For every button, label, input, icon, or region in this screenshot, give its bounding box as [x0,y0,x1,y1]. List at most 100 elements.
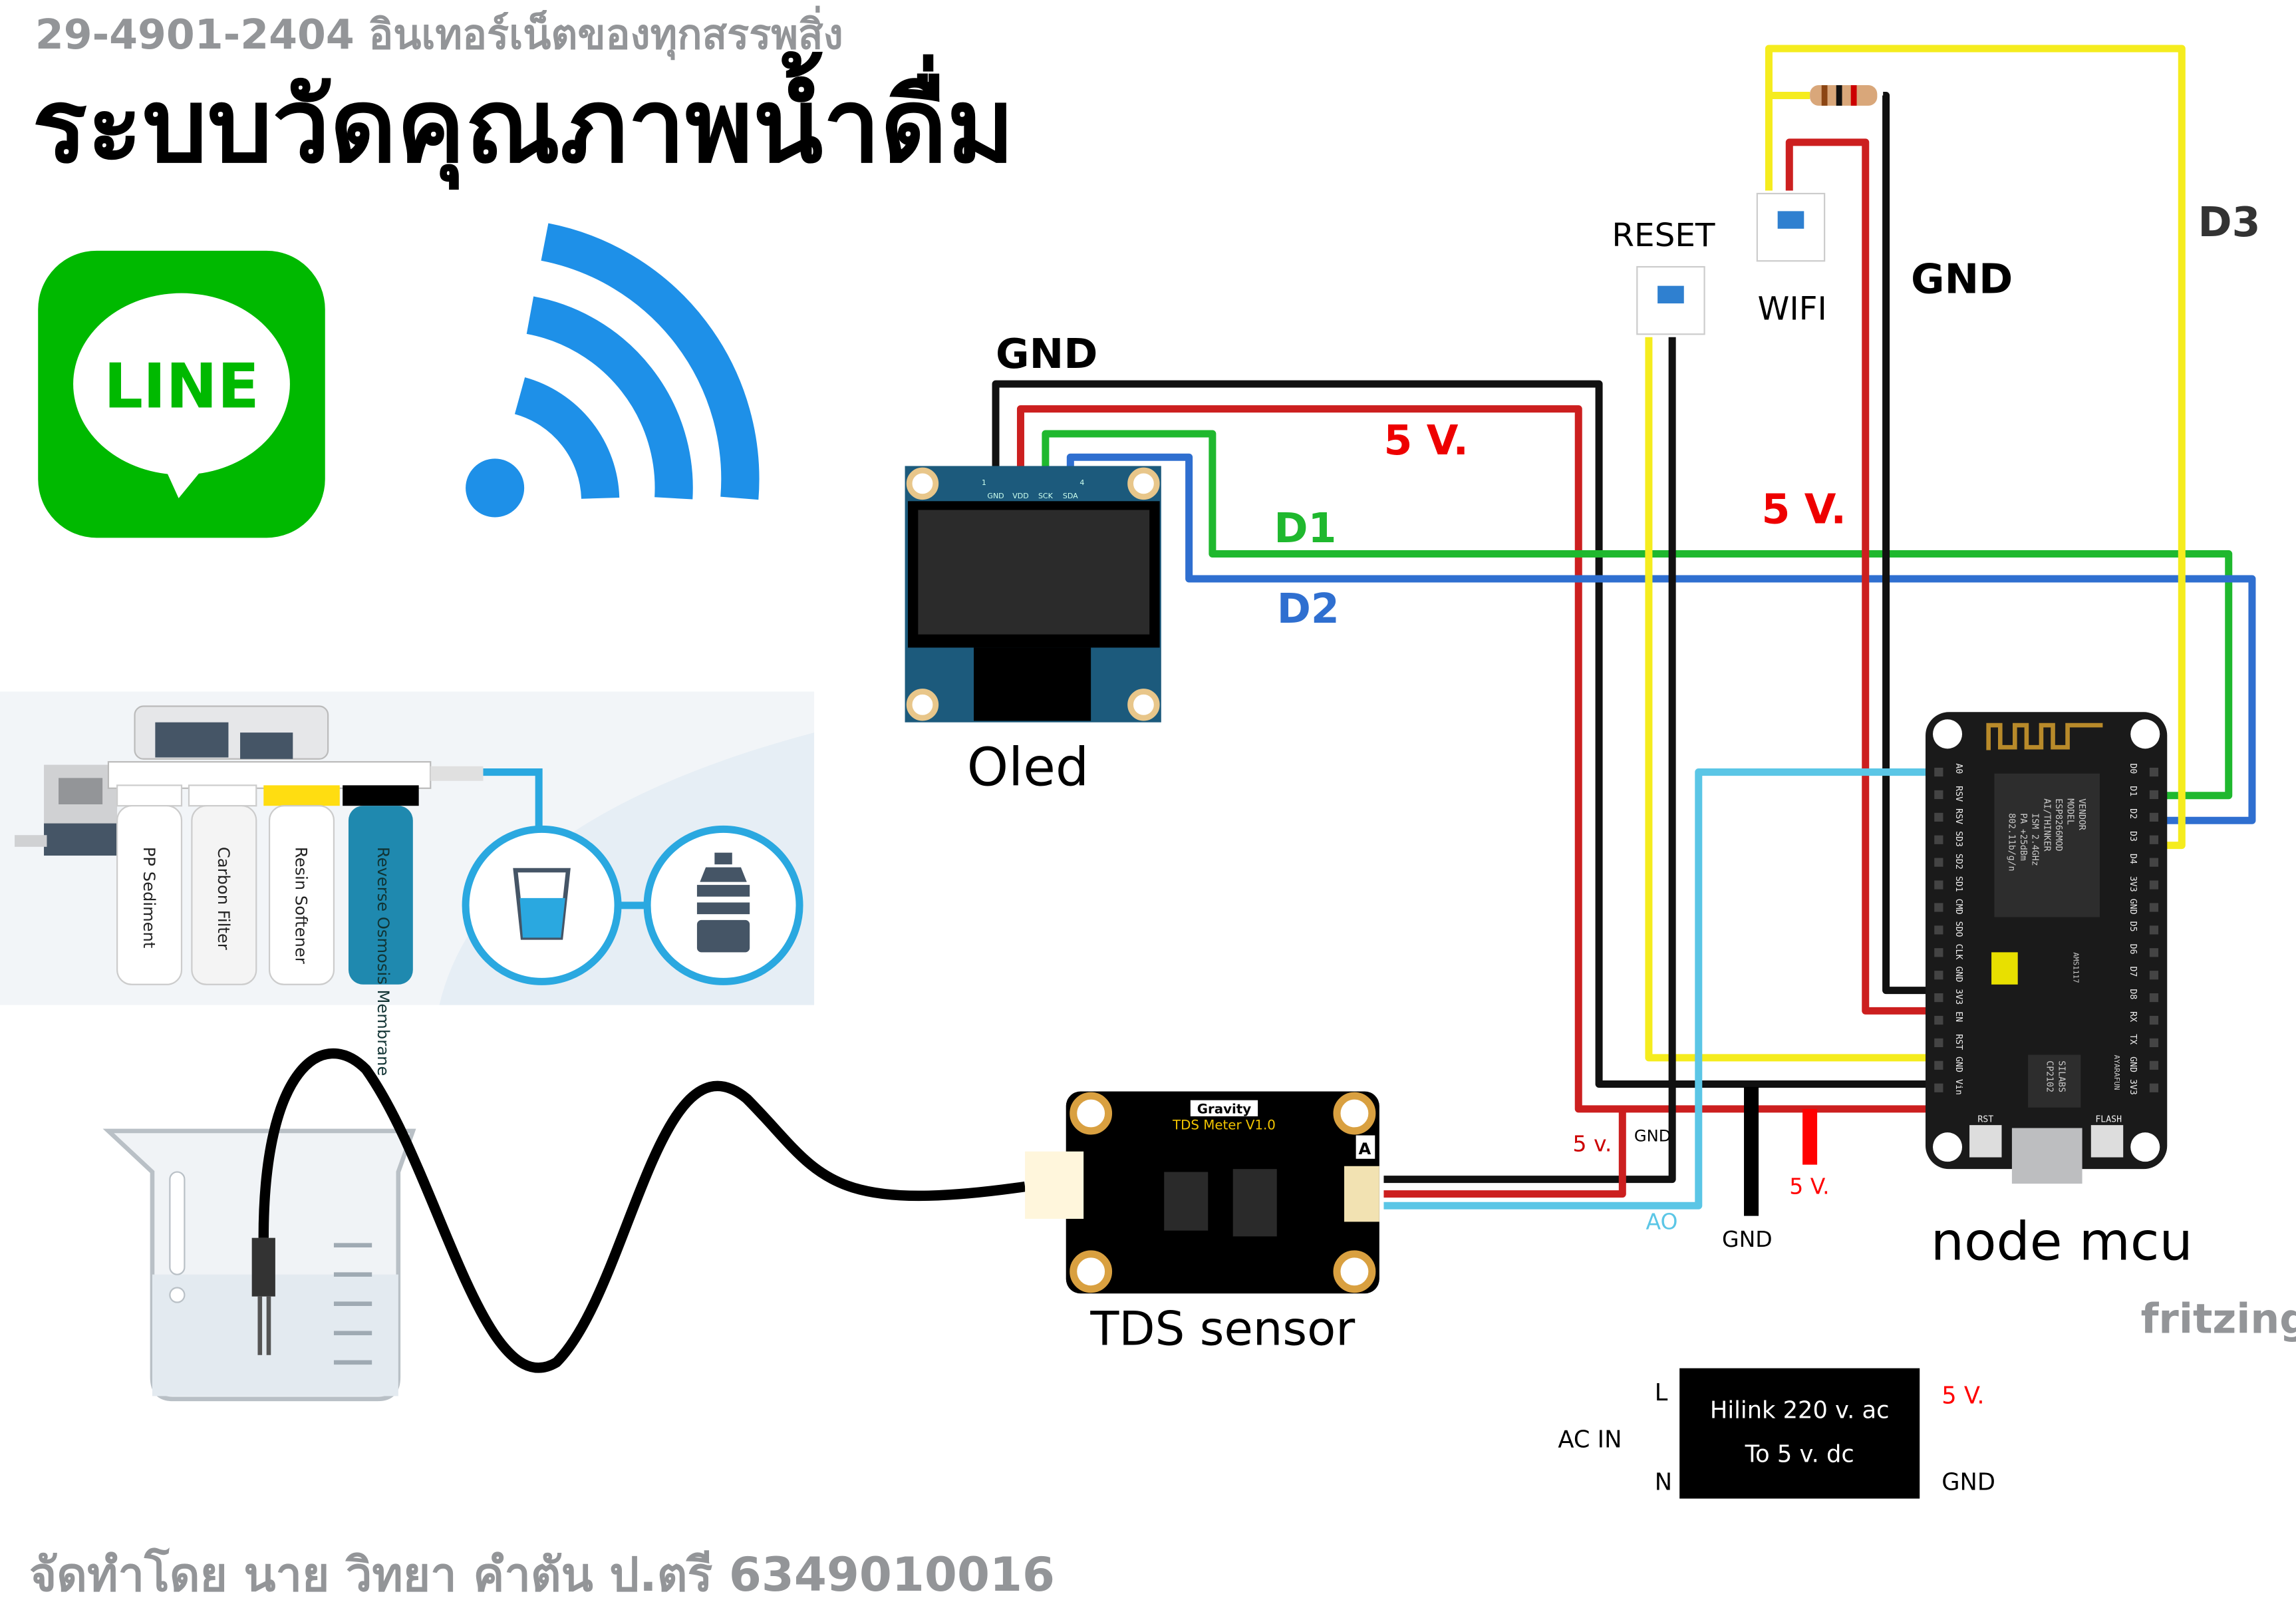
wifi-switch-label: WIFI [1758,290,1827,327]
chip-ams1117: AMS1117 [2071,952,2080,983]
module-text-1: ESP8266MOD [2053,798,2063,851]
nodemcu-pin-label-left-1: RSV [1953,786,1963,802]
wire-d2 [1066,453,2256,824]
nodemcu-pin-right-13 [2149,1060,2159,1070]
nodemcu-board: ESP8266MOD AI/THINKER ISM 2.4GHz PA +25d… [1926,712,2193,1273]
nodemcu-pin-label-left-5: SD1 [1953,876,1963,892]
nodemcu-pin-left-5 [1934,880,1943,889]
nodemcu-pin-label-left-12: RST [1953,1034,1963,1050]
oled-label: Oled [967,736,1089,798]
rst-button[interactable] [1969,1125,2002,1158]
nodemcu-pin-right-6 [2149,903,2159,912]
nodemcu-pin-left-9 [1934,971,1943,980]
nodemcu-pin-label-right-6: GND [2128,899,2138,915]
power-line1: Hilink 220 v. ac [1710,1396,1890,1424]
label-supply-gnd: GND [1722,1226,1773,1252]
module-text-4: ISM 2.4GHz [2030,813,2040,866]
wire-tds-5v [1383,1108,1626,1198]
usb-port [2011,1128,2082,1184]
nodemcu-pin-left-11 [1934,1015,1943,1025]
nodemcu-pin-label-right-8: D6 [2128,944,2138,955]
wire-wifi-gnd [1882,91,1934,995]
nodemcu-pin-right-9 [2149,971,2159,980]
nodemcu-pin-label-right-11: RX [2128,1011,2138,1022]
flash-button[interactable] [2090,1125,2124,1158]
reset-switch: RESET [1612,217,1715,335]
tds-sensor: Gravity TDS Meter V1.0 A TDS sensor [1025,1091,1379,1356]
fritzing-logo: fritzing [2141,1295,2296,1343]
wire-tds-ao [1383,768,1945,1210]
nodemcu-pin-right-5 [2149,880,2159,889]
nodemcu-pin-label-right-1: D1 [2128,786,2138,796]
nodemcu-pin-right-7 [2149,925,2159,935]
nodemcu-pin-left-3 [1934,835,1943,844]
label-tds-5v: 5 v. [1572,1131,1612,1157]
nodemcu-label: node mcu [1931,1211,2193,1273]
module-text-3: AI/THINKER [2041,798,2051,851]
oled-pin-gnd: GND [987,492,1004,500]
power-ac-in: AC IN [1558,1426,1622,1453]
tds-label: TDS sensor [1089,1301,1355,1356]
tds-brand: Gravity [1197,1102,1252,1117]
nodemcu-pin-left-12 [1934,1038,1943,1048]
oled-pin-sda: SDA [1063,492,1078,500]
label-d3: D3 [2198,198,2260,246]
nodemcu-pin-label-right-3: D3 [2128,831,2138,842]
wire-tds-gnd [1383,1084,1676,1184]
nodemcu-pin-label-left-9: GND [1953,966,1963,982]
module-text-2: VENDOR [2077,798,2086,830]
wifi-switch: WIFI [1756,192,1827,327]
nodemcu-pin-label-right-7: D5 [2128,921,2138,932]
nodemcu-pin-label-left-10: 3V3 [1953,989,1963,1005]
chip-cp2102: CP2102 [2045,1060,2055,1092]
nodemcu-pin-label-left-7: SDO [1953,921,1963,937]
filter-stage-2: Carbon Filter [214,847,233,950]
chip-ayarafun: AYARAFUN [2112,1054,2121,1090]
label-oled-gnd: GND [996,330,1097,378]
nodemcu-pin-right-8 [2149,948,2159,957]
line-logo: LINE [38,250,325,538]
nodemcu-pin-label-left-13: GND [1953,1056,1963,1072]
resistor [1810,85,1878,106]
nodemcu-pin-left-8 [1934,948,1943,957]
nodemcu-pin-right-0 [2149,767,2159,777]
nodemcu-pin-label-left-0: A0 [1953,763,1963,774]
nodemcu-pin-right-11 [2149,1015,2159,1025]
nodemcu-pin-left-14 [1934,1083,1943,1092]
label-d2: D2 [1277,585,1340,633]
nodemcu-pin-right-1 [2149,790,2159,800]
nodemcu-pin-left-0 [1934,767,1943,777]
oled-pin-sck: SCK [1038,492,1054,500]
label-right-gnd: GND [1911,255,2013,303]
label-d1: D1 [1274,504,1336,552]
nodemcu-pin-left-10 [1934,993,1943,1003]
tds-corner: A [1358,1140,1371,1158]
oled-pin-last: 4 [1079,478,1084,487]
nodemcu-pin-right-4 [2149,858,2159,867]
rst-button-label: RST [1977,1115,1993,1125]
nodemcu-pin-label-right-12: TX [2128,1034,2138,1045]
subtitle: 29-4901-2404 อินเทอร์เน็ตของทุกสรรพสิ่ง [35,5,843,60]
oled-pin-first: 1 [982,478,986,487]
power-out-5v: 5 V. [1941,1382,1984,1409]
line-logo-text: LINE [104,350,259,422]
nodemcu-pin-label-left-2: RSV [1953,808,1963,824]
beaker-with-probe [102,1048,1026,1402]
footer-credit: จัดทำโดย นาย วิทยา คำตัน ป.ตรี 634901001… [29,1547,1055,1602]
module-text-5: PA +25dBm [2018,813,2028,861]
nodemcu-pin-label-right-4: D4 [2128,854,2138,864]
wire-wifi-5v [1785,138,1934,1015]
tds-model: TDS Meter V1.0 [1172,1118,1276,1133]
nodemcu-pin-label-right-13: GND [2128,1056,2138,1072]
hilink-power-module: Hilink 220 v. ac To 5 v. dc L N AC IN 5 … [1558,1368,1995,1499]
filter-stage-1: PP Sediment [140,847,158,949]
label-oled-5v: 5 V. [1383,416,1469,464]
reset-label: RESET [1612,217,1715,254]
nodemcu-pin-label-right-0: D0 [2128,763,2138,774]
nodemcu-pin-left-13 [1934,1060,1943,1070]
label-mid-5v: 5 V. [1761,485,1846,533]
power-l: L [1655,1379,1668,1406]
page-title: ระบบวัดคุณภาพน้ำดื่ม [32,51,1014,190]
nodemcu-pin-label-left-11: EN [1953,1011,1963,1022]
